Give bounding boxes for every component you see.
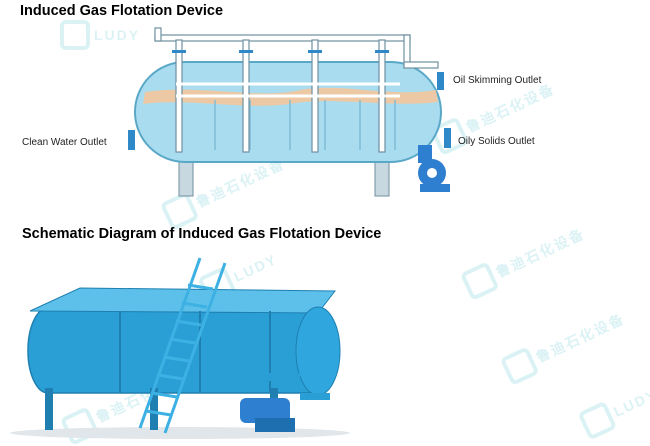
header-pipe [154, 27, 439, 69]
top-deck [29, 287, 337, 314]
staircase [138, 257, 227, 434]
clean-water-outlet-label: Clean Water Outlet [22, 137, 107, 148]
diagram-title: Induced Gas Flotation Device [20, 3, 224, 19]
tank-body [134, 61, 442, 163]
support-leg-right [374, 159, 390, 197]
ground-shadow [10, 427, 350, 439]
support-leg-left [178, 159, 194, 197]
oily-solids-outlet-label: Oily Solids Outlet [458, 136, 535, 147]
inner-lines [176, 82, 400, 98]
baffles [214, 100, 396, 150]
clean-water-outlet-nozzle [128, 130, 135, 150]
pump [418, 145, 450, 192]
schematic-title: Schematic Diagram of Induced Gas Flotati… [22, 226, 382, 242]
flotation-schematic [128, 27, 451, 197]
bottom-pipework [230, 373, 330, 432]
oil-skimming-outlet-nozzle [437, 72, 444, 90]
oil-skimming-outlet-label: Oil Skimming Outlet [453, 75, 542, 86]
riser-flanges [172, 50, 389, 53]
tank-end-cap [295, 306, 341, 396]
flotation-tank-render [10, 257, 350, 439]
oily-solids-outlet-nozzle [444, 128, 451, 148]
